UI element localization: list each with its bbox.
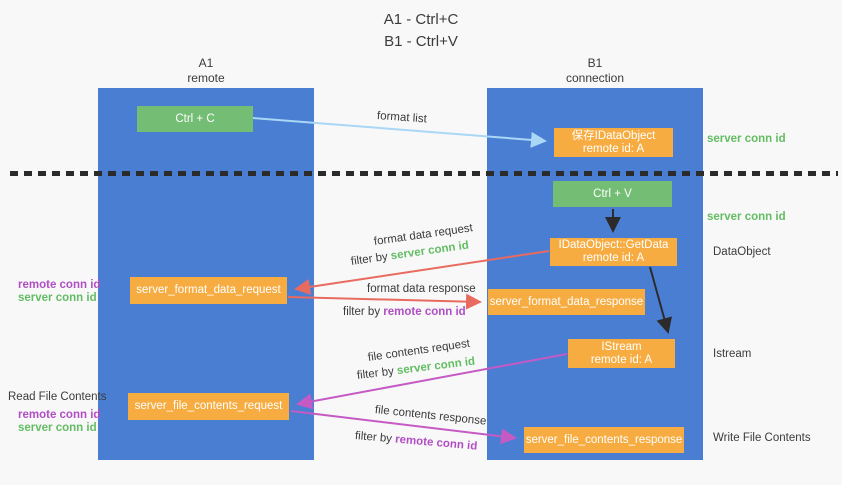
dataobject-label: DataObject xyxy=(713,246,771,258)
node-save-idataobject: 保存IDataObject remote id: A xyxy=(554,128,673,157)
format-data-response-arrow xyxy=(287,293,482,310)
server-conn-id-mid-label: server conn id xyxy=(707,211,786,223)
lane-b1-name: B1 xyxy=(587,56,603,70)
lane-header-b1: B1 connection xyxy=(487,56,703,86)
node-idataobject-getdata: IDataObject::GetData remote id: A xyxy=(550,238,677,266)
filter-by-remote-conn-id-2: filter by remote conn id xyxy=(354,430,477,453)
conn-id-pair-1: remote conn id server conn id xyxy=(18,279,101,305)
lane-b1-subtitle: connection xyxy=(565,71,625,85)
server-conn-id-top-label: server conn id xyxy=(707,133,786,145)
filter-by-4-value: remote conn id xyxy=(394,433,478,453)
node-format-request-label: server_format_data_request xyxy=(136,284,281,296)
node-ctrl-v: Ctrl + V xyxy=(553,181,672,207)
dashed-divider xyxy=(10,171,838,176)
file-contents-response-label: file contents response xyxy=(374,404,487,428)
filter-by-server-conn-id-1: filter by server conn id xyxy=(350,240,469,268)
node-server-format-data-request: server_format_data_request xyxy=(130,277,287,304)
filter-by-3-text: filter by xyxy=(356,365,395,382)
node-getdata-line2: remote id: A xyxy=(582,252,645,264)
lane-a1-subtitle: remote xyxy=(187,71,225,85)
filter-by-remote-conn-id-1: filter by remote conn id xyxy=(343,306,466,318)
title-line-2: B1 - Ctrl+V xyxy=(384,33,458,50)
node-save-idataobject-line2: remote id: A xyxy=(582,142,645,155)
server-conn-id-2-label: server conn id xyxy=(18,422,97,434)
node-ctrl-c: Ctrl + C xyxy=(137,106,253,132)
conn-id-pair-2: remote conn id server conn id xyxy=(18,409,101,435)
node-istream-line1: IStream xyxy=(601,340,642,353)
node-format-response-label: server_format_data_response xyxy=(489,295,644,308)
remote-conn-id-1-label: remote conn id xyxy=(18,279,101,291)
filter-by-3-value: server conn id xyxy=(396,355,476,378)
title-line-1: A1 - Ctrl+C xyxy=(383,11,459,28)
node-server-file-contents-request: server_file_contents_request xyxy=(128,393,289,420)
write-file-contents-label: Write File Contents xyxy=(713,432,811,444)
format-data-response-label: format data response xyxy=(367,283,476,295)
node-file-response-label: server_file_contents_response xyxy=(525,433,683,446)
remote-conn-id-2-label: remote conn id xyxy=(18,409,101,421)
server-conn-id-1-label: server conn id xyxy=(18,292,97,304)
node-save-idataobject-line1: 保存IDataObject xyxy=(571,129,656,142)
node-file-request-label: server_file_contents_request xyxy=(134,400,283,412)
read-file-contents-label: Read File Contents xyxy=(8,391,107,403)
istream-side-label: Istream xyxy=(713,348,752,360)
node-getdata-line1: IDataObject::GetData xyxy=(558,239,669,251)
filter-by-2-text: filter by xyxy=(343,306,381,318)
lane-header-a1: A1 remote xyxy=(98,56,314,86)
filter-by-1-text: filter by xyxy=(350,250,389,268)
filter-by-2-value: remote conn id xyxy=(383,306,466,318)
diagram-title: A1 - Ctrl+C B1 - Ctrl+V xyxy=(0,9,842,53)
node-istream: IStream remote id: A xyxy=(568,339,675,368)
node-server-format-data-response: server_format_data_response xyxy=(488,289,645,315)
node-istream-line2: remote id: A xyxy=(590,353,653,366)
lane-a1-name: A1 xyxy=(198,56,214,70)
node-ctrl-c-label: Ctrl + C xyxy=(175,112,215,125)
node-server-file-contents-response: server_file_contents_response xyxy=(524,427,684,453)
format-list-label: format list xyxy=(376,110,428,126)
node-ctrl-v-label: Ctrl + V xyxy=(593,187,632,200)
filter-by-4-text: filter by xyxy=(354,430,393,446)
